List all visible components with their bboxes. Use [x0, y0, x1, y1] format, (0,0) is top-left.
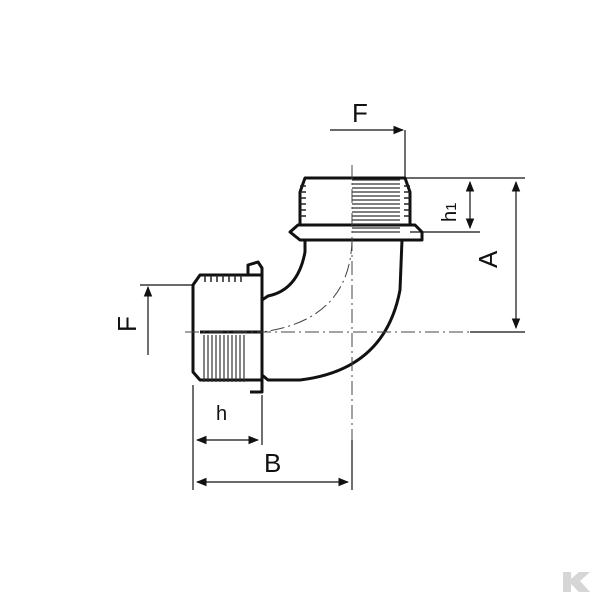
dimension-lines	[143, 125, 521, 487]
side-outer-thread-teeth	[204, 275, 242, 282]
side-collar	[246, 260, 264, 290]
label-B: B	[264, 448, 281, 478]
extension-lines	[140, 130, 525, 490]
top-outer-thread-teeth	[300, 185, 410, 217]
label-h: h	[216, 403, 227, 425]
elbow-bend	[260, 239, 404, 382]
top-thread-outline	[298, 176, 412, 227]
side-thread-hatch	[203, 335, 245, 382]
label-F-top: F	[352, 98, 368, 128]
fitting-body	[191, 176, 424, 394]
brand-logo-mark	[563, 572, 590, 592]
brand-logo	[563, 572, 590, 592]
center-lines	[185, 165, 470, 485]
label-h1: h1	[439, 203, 461, 222]
label-F-side: F	[112, 316, 142, 332]
bend-axis	[261, 239, 353, 333]
label-A: A	[473, 250, 503, 268]
side-thread-inner	[200, 330, 264, 394]
top-thread-hatch	[352, 179, 400, 233]
